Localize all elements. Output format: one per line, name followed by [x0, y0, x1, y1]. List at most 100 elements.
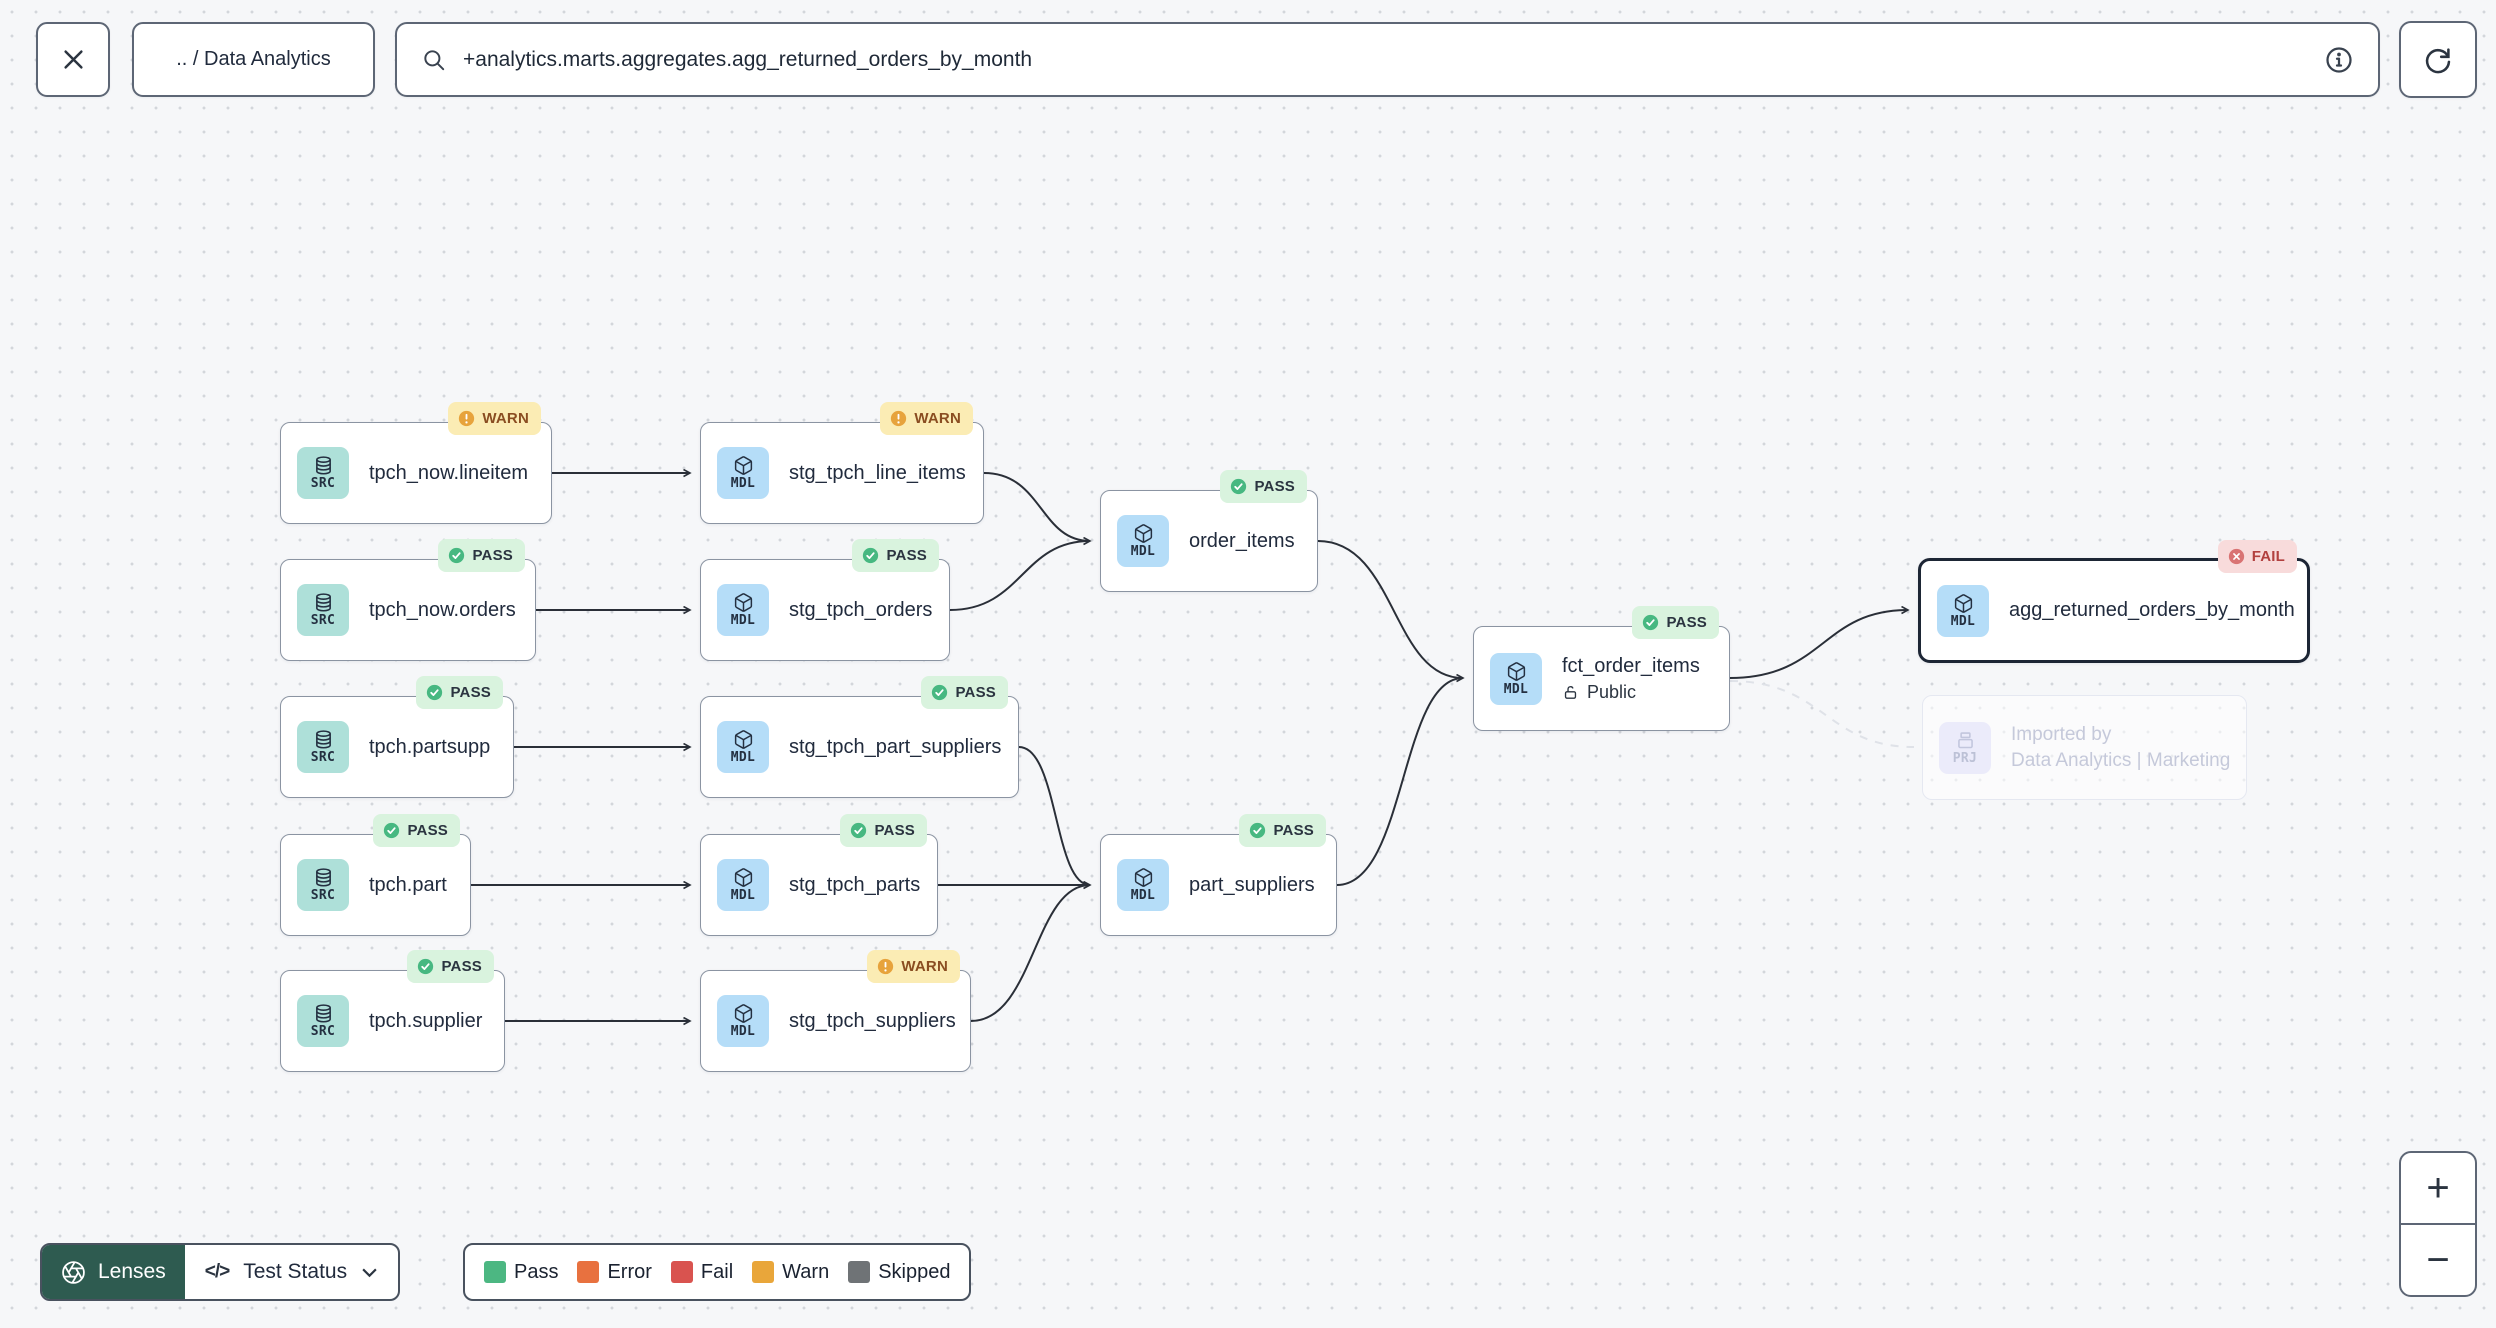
info-icon[interactable]: [2324, 45, 2354, 75]
check-circle-icon: [1231, 478, 1247, 495]
status-badge-label: PASS: [874, 822, 915, 839]
lenses-button[interactable]: Lenses: [42, 1245, 185, 1299]
breadcrumb[interactable]: .. / Data Analytics: [132, 22, 375, 97]
status-badge-label: WARN: [914, 410, 961, 427]
type-chip-label: SRC: [310, 613, 336, 628]
type-chip-label: SRC: [310, 1024, 336, 1039]
package-icon: [734, 1004, 752, 1023]
legend-label: Skipped: [878, 1260, 951, 1283]
legend-item-skipped: Skipped: [848, 1261, 950, 1284]
node-labels: tpch_now.orders: [369, 599, 516, 622]
database-icon: [315, 730, 331, 749]
close-icon: [63, 50, 83, 69]
edge-dashed-imported-by: [1729, 680, 1915, 748]
node-labels: stg_tpch_suppliers: [789, 1010, 956, 1033]
status-badge-warn: WARN: [448, 402, 541, 435]
chevron-down-icon: [362, 1268, 377, 1277]
type-chip-mdl: MDL: [1117, 515, 1169, 567]
edge: [1018, 746, 1090, 885]
edge: [970, 884, 1091, 1022]
legend-item-warn: Warn: [752, 1261, 829, 1284]
type-chip-mdl: MDL: [1490, 652, 1542, 705]
legend-item-fail: Fail: [670, 1261, 733, 1284]
node-labels: tpch.partsupp: [369, 736, 490, 759]
legend-item-error: Error: [577, 1260, 652, 1284]
check-circle-icon: [418, 958, 434, 975]
node-tpch-supplier[interactable]: PASS SRC tpch.supplier: [280, 950, 505, 1072]
legend-label: Error: [607, 1260, 652, 1283]
type-chip-label: SRC: [310, 750, 336, 765]
legend-swatch: [577, 1261, 600, 1283]
package-icon: [734, 456, 752, 475]
x-circle-icon: [2228, 548, 2244, 565]
check-circle-icon: [427, 684, 443, 701]
status-badge-pass: PASS: [373, 814, 460, 847]
type-chip-src: SRC: [297, 995, 349, 1047]
node-labels: stg_tpch_line_items: [789, 462, 966, 485]
node-labels: tpch.supplier: [369, 1010, 482, 1033]
close-button[interactable]: [36, 22, 110, 97]
type-chip-prj: PRJ: [1939, 721, 1991, 774]
type-chip-label: MDL: [1503, 681, 1529, 697]
status-badge-pass: PASS: [852, 539, 939, 572]
database-icon: [315, 456, 331, 475]
zoom-controls: + −: [2399, 1151, 2477, 1297]
status-badge-label: PASS: [441, 958, 482, 975]
node-title: agg_returned_orders_by_month: [2009, 599, 2295, 621]
lock-open-icon: [1564, 685, 1577, 699]
status-badge-label: PASS: [407, 822, 448, 839]
warning-circle-icon: [459, 410, 475, 427]
type-chip-mdl: MDL: [717, 584, 769, 636]
node-labels: part_suppliers: [1189, 874, 1315, 897]
node-title: stg_tpch_line_items: [789, 461, 966, 484]
status-badge-label: PASS: [886, 547, 927, 564]
status-badge-pass: PASS: [840, 814, 927, 847]
status-badge-label: PASS: [955, 684, 996, 701]
type-chip-mdl: MDL: [717, 995, 769, 1047]
check-circle-icon: [1643, 614, 1659, 631]
status-badge-label: WARN: [901, 958, 948, 975]
check-circle-icon: [449, 547, 465, 564]
node-title: stg_tpch_parts: [789, 873, 921, 896]
node-stg-tpch-line-items[interactable]: WARN MDL stg_tpch_line_items: [700, 402, 984, 524]
node-title: tpch_now.lineitem: [369, 461, 528, 484]
node-title: tpch.partsupp: [369, 735, 491, 758]
type-chip-label: MDL: [730, 1024, 756, 1039]
edge: [1729, 610, 1908, 679]
refresh-button[interactable]: [2399, 21, 2477, 98]
node-title: fct_order_items: [1562, 654, 1700, 677]
lens-selector[interactable]: </> Test Status: [185, 1245, 398, 1299]
zoom-in-button[interactable]: +: [2426, 1165, 2450, 1210]
edge: [1317, 540, 1463, 678]
search-input[interactable]: [463, 47, 2308, 72]
status-badge-pass: PASS: [1239, 814, 1326, 847]
node-title: order_items: [1189, 529, 1295, 552]
zoom-out-button[interactable]: −: [2401, 1223, 2475, 1295]
type-chip-mdl: MDL: [717, 447, 769, 499]
node-title: tpch.part: [369, 873, 447, 896]
status-badge-label: WARN: [482, 410, 529, 427]
node-labels: tpch.part: [369, 874, 447, 897]
node-stg-tpch-suppliers[interactable]: WARN MDL stg_tpch_suppliers: [700, 950, 971, 1072]
node-title: stg_tpch_part_suppliers: [789, 735, 1002, 758]
legend-label: Warn: [782, 1260, 830, 1283]
type-chip-src: SRC: [297, 721, 349, 773]
legend-swatch: [670, 1261, 693, 1283]
node-title: tpch_now.orders: [369, 598, 516, 621]
type-chip-label: MDL: [730, 476, 756, 491]
